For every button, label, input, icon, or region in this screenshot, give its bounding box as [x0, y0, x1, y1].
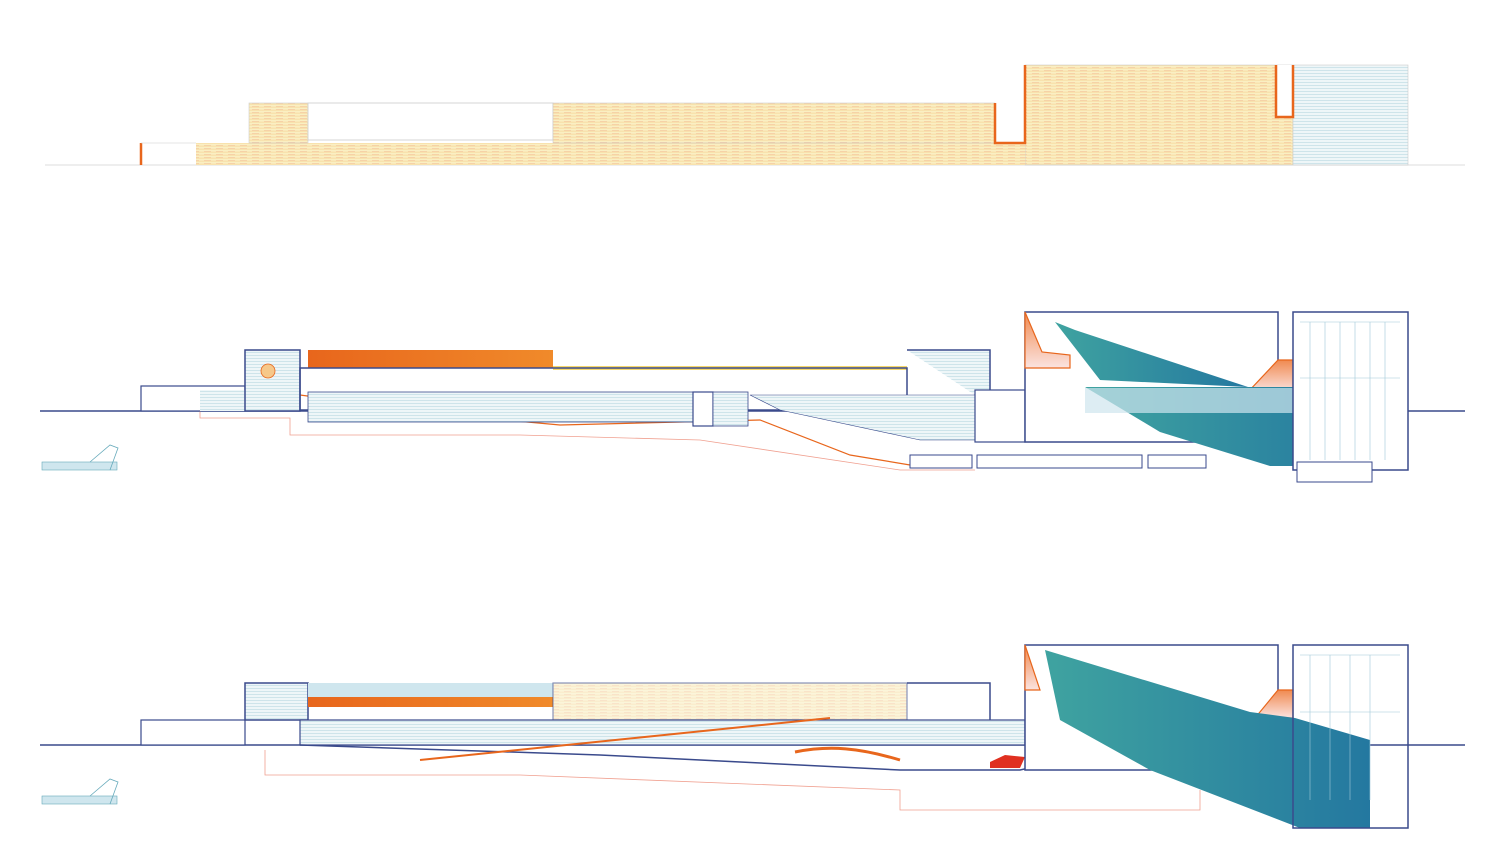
upper-balcony-seating	[1055, 322, 1248, 387]
facade-low	[196, 143, 996, 165]
key-plan-thumbnail	[41, 778, 119, 805]
orange-roof-band	[308, 350, 553, 368]
facade-window	[307, 102, 554, 141]
facade-auditorium	[1024, 64, 1294, 166]
red-element	[990, 755, 1025, 768]
orange-ramp	[419, 717, 831, 761]
section-b-view	[40, 644, 1465, 829]
foundation-line	[264, 750, 1201, 811]
orange-notch	[1274, 65, 1295, 119]
flytower	[1292, 311, 1409, 471]
facade-flytower	[1292, 64, 1409, 166]
key-plan-thumbnail	[41, 444, 119, 471]
flytower	[1292, 644, 1409, 829]
section-a-view	[40, 311, 1465, 483]
facade-tower	[248, 102, 309, 144]
stalls-seating	[1045, 650, 1370, 828]
entrance-tower	[244, 682, 309, 721]
entrance-tower	[244, 349, 301, 412]
orange-notch	[993, 65, 1027, 145]
orange-roof-band	[308, 697, 553, 707]
foyer-tower	[907, 349, 991, 396]
main-slab	[299, 719, 1026, 746]
elevation-view	[45, 64, 1465, 166]
foundation-line	[199, 411, 975, 471]
facade-main	[552, 102, 996, 144]
